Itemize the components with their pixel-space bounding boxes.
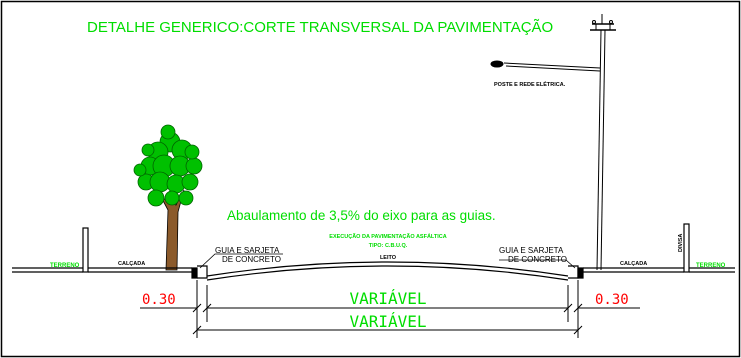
drawing-title: DETALHE GENERICO:CORTE TRANSVERSAL DA PA… [87,19,553,36]
boundary-label: DIVISA [678,234,684,252]
dimension-lines [140,280,640,338]
tree [133,124,203,271]
curb-right-label-line1: GUIA E SARJETA [499,246,564,255]
crown-slope-note: Abaulamento de 3,5% do eixo para as guia… [227,208,496,223]
sidewalk-right-label: CALÇADA [620,261,647,267]
left-offset-dimension: 0.30 [142,292,176,308]
curb-left-label-line1: GUIA E SARJETA [215,246,280,255]
sidewalk-left-label: CALÇADA [118,261,145,267]
curb-leader-lines [199,253,576,269]
tree-leaf-cluster [133,163,147,177]
pole-label: POSTE E REDE ELÉTRICA. [494,80,566,88]
tree-leaf-cluster [147,189,165,207]
right-offset-dimension: 0.30 [595,292,629,308]
tree-leaf-cluster [185,157,203,175]
outer-width-dimension: VARIÁVEL [349,312,426,331]
tree-leaf-cluster [181,173,199,191]
tree-leaf-cluster [160,124,176,140]
paving-execution-label: EXECUÇÃO DA PAVIMENTAÇÃO ASFÁLTICA [329,233,446,240]
street-lamp-arm [490,60,601,72]
inner-width-dimension: VARIÁVEL [349,289,426,308]
curb-left-label-line2: DE CONCRETO [222,255,281,264]
tree-leaf-cluster [178,190,194,206]
curb-right-label-line2: DE CONCRETO [508,255,567,264]
utility-pole [590,14,616,271]
terrain-left-label: TERRENO [50,263,80,269]
tree-leaf-cluster [164,190,180,206]
tree-leaf-cluster [184,144,200,160]
tree-leaf-cluster [141,143,155,157]
road-bed-label: LEITO [380,255,397,261]
paving-type-label: TIPO: C.B.U.Q. [369,243,408,249]
terrain-right-label: TERRENO [696,263,726,269]
ground-profile [12,223,735,281]
